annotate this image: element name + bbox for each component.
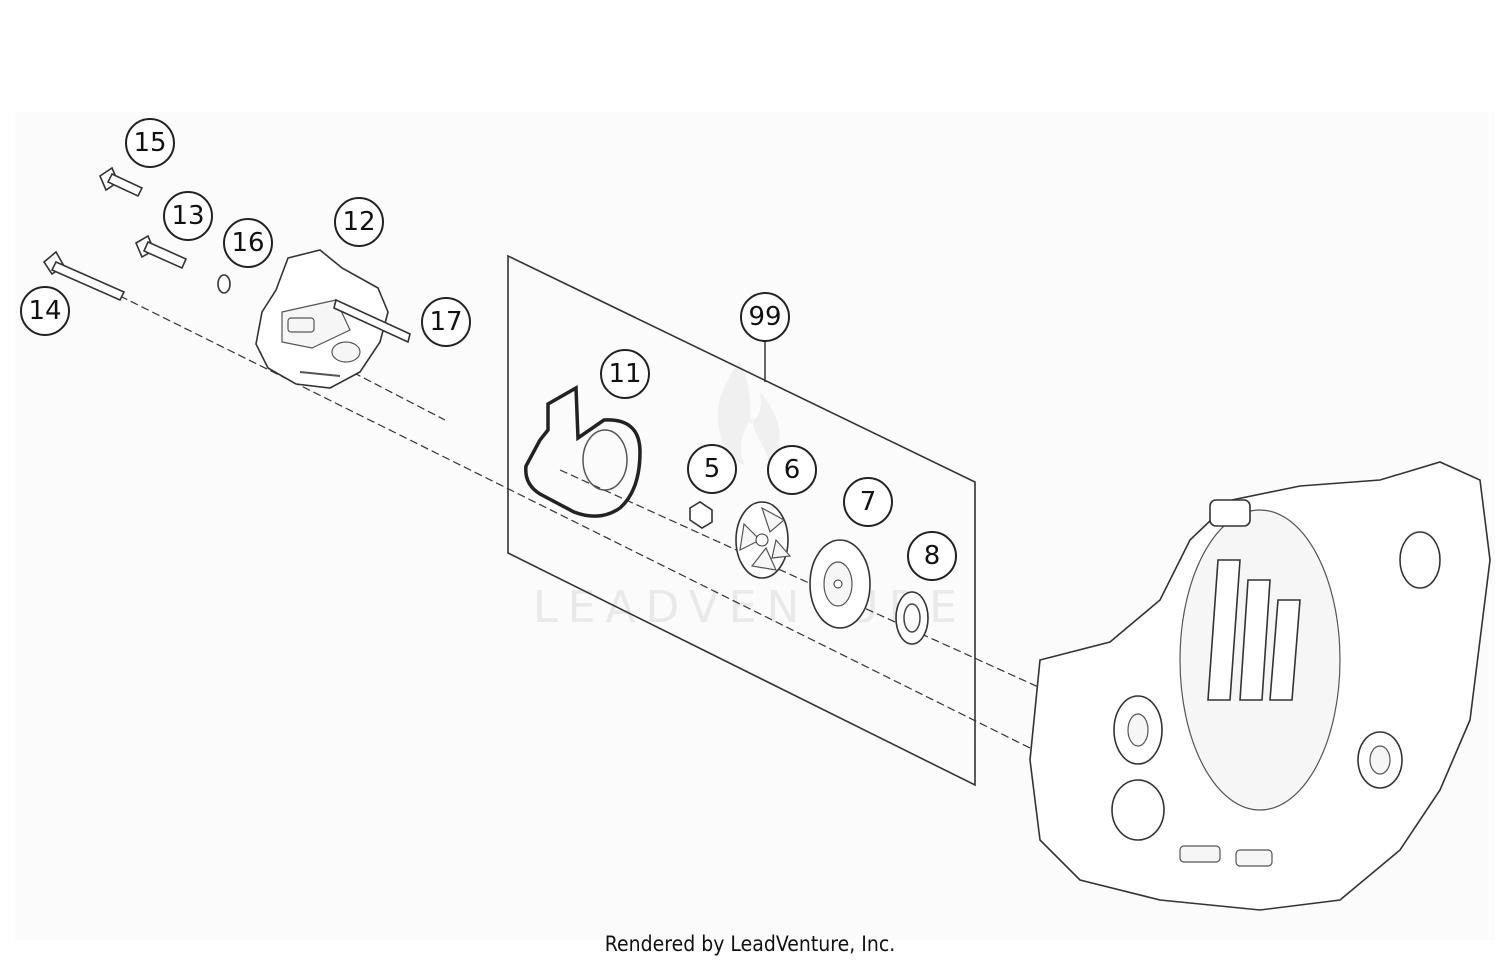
svg-text:5: 5 — [704, 454, 721, 484]
svg-text:11: 11 — [608, 359, 641, 389]
callout-16: 16 — [223, 218, 273, 268]
svg-text:99: 99 — [748, 302, 781, 332]
shaft-seal-8 — [895, 591, 929, 645]
callout-11: 11 — [600, 349, 650, 399]
gasket-11-bore — [582, 429, 628, 491]
svg-text:12: 12 — [342, 207, 375, 237]
clutch-cover — [1029, 461, 1491, 911]
callout-6: 6 — [767, 445, 817, 495]
nut-5 — [689, 501, 713, 529]
callout-14: 14 — [20, 286, 70, 336]
washer-16 — [217, 274, 231, 294]
callout-99: 99 — [740, 292, 790, 342]
svg-text:8: 8 — [924, 541, 941, 571]
callout-13: 13 — [163, 191, 213, 241]
svg-text:14: 14 — [28, 296, 61, 326]
svg-text:13: 13 — [171, 201, 204, 231]
kit-99-frame — [507, 254, 976, 787]
footer-credit: Rendered by LeadVenture, Inc. — [604, 932, 896, 956]
callout-12: 12 — [334, 197, 384, 247]
svg-text:6: 6 — [784, 455, 801, 485]
svg-text:16: 16 — [231, 228, 264, 258]
gasket-11 — [524, 385, 642, 518]
watermark-flame-icon — [717, 360, 780, 470]
svg-text:7: 7 — [860, 487, 877, 517]
watermark: LEADVENTURE — [533, 582, 967, 633]
seal-ring-7 — [809, 539, 871, 629]
axis-bolt-14 — [119, 295, 1031, 749]
bolt-17 — [333, 298, 411, 344]
callout-7: 7 — [843, 477, 893, 527]
bolt-14 — [42, 250, 126, 302]
callout-15: 15 — [125, 118, 175, 168]
svg-text:17: 17 — [429, 307, 462, 337]
callout-5: 5 — [687, 444, 737, 494]
axis-pump-shaft — [559, 469, 1046, 691]
bolt-13 — [134, 234, 188, 270]
svg-text:15: 15 — [133, 128, 166, 158]
callout-8: 8 — [907, 531, 957, 581]
impeller-6 — [735, 501, 792, 579]
bolt-15 — [99, 166, 144, 198]
water-pump-cover-12 — [255, 249, 389, 389]
callout-17: 17 — [421, 297, 471, 347]
